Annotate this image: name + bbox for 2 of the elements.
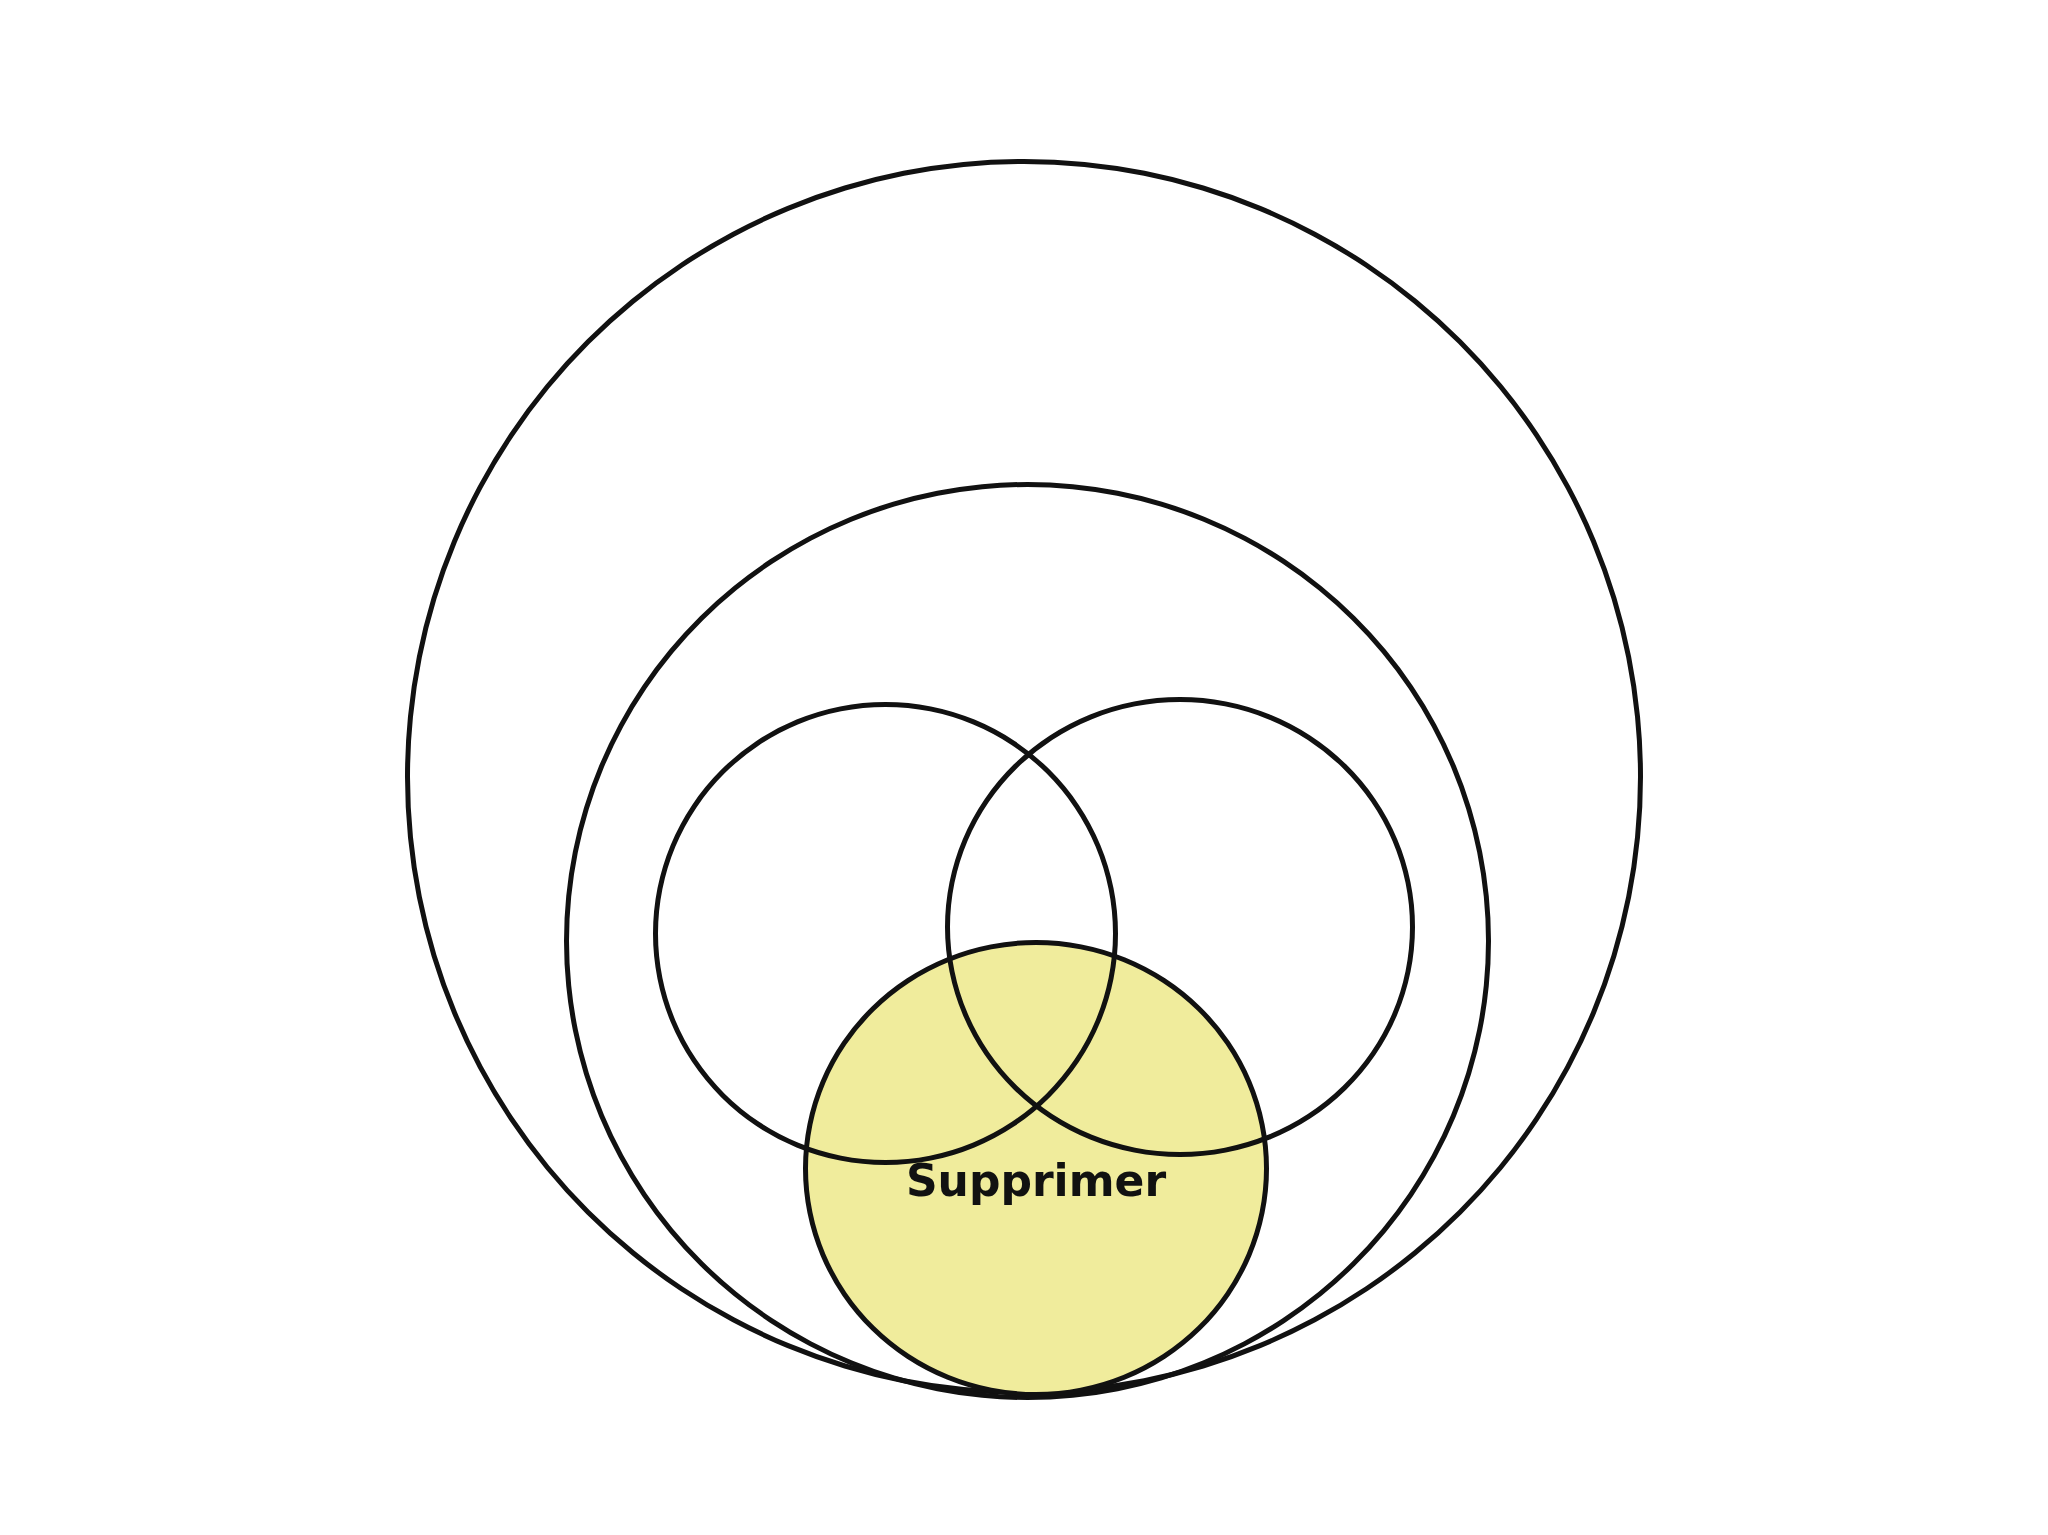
circle-label: Supprimer bbox=[905, 1155, 1167, 1207]
circle-outline bbox=[564, 482, 1491, 1400]
